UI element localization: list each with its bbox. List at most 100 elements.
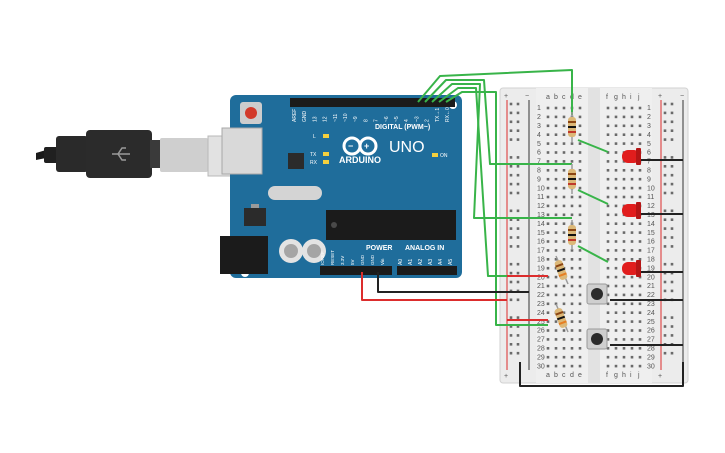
- pin-label: A1: [408, 259, 414, 265]
- breadboard-hole: [606, 240, 610, 243]
- rail-minus-left: −: [525, 93, 529, 100]
- rail-hole: [509, 262, 513, 266]
- power-header: [320, 266, 392, 275]
- rail-hole: [670, 111, 674, 115]
- row-label: 13: [537, 212, 545, 219]
- breadboard-hole: [546, 133, 550, 136]
- breadboard-hole: [554, 169, 558, 172]
- breadboard-hole: [614, 231, 618, 234]
- push-button[interactable]: [586, 328, 608, 350]
- rail-hole: [516, 165, 520, 168]
- breadboard-hole: [630, 222, 634, 225]
- breadboard-hole: [554, 258, 558, 261]
- breadboard-hole: [570, 347, 574, 350]
- breadboard-hole: [554, 275, 558, 279]
- breadboard-hole: [546, 160, 550, 163]
- breadboard-hole: [570, 284, 574, 288]
- rail-hole: [509, 218, 513, 221]
- rail-hole: [509, 165, 513, 168]
- breadboard-hole: [606, 320, 610, 323]
- breadboard-hole: [622, 355, 626, 359]
- row-label: 15: [647, 230, 655, 237]
- breadboard-hole: [622, 258, 626, 261]
- breadboard-hole: [630, 364, 634, 368]
- rail-hole: [663, 325, 667, 328]
- pin-label: GND: [360, 254, 365, 265]
- breadboard-hole: [622, 240, 626, 243]
- rail-hole: [670, 227, 674, 230]
- breadboard-hole: [578, 160, 582, 163]
- breadboard-hole: [638, 186, 642, 190]
- breadboard-hole: [546, 275, 550, 279]
- push-button[interactable]: [586, 283, 608, 305]
- rail-hole: [663, 173, 667, 177]
- column-label: h: [622, 372, 626, 379]
- breadboard-hole: [554, 106, 558, 110]
- breadboard-hole: [638, 355, 642, 359]
- breadboard-hole: [562, 115, 566, 119]
- row-label: 10: [647, 185, 655, 192]
- pin-label: A0: [398, 259, 404, 265]
- rail-hole: [663, 102, 667, 106]
- breadboard-hole: [638, 320, 642, 323]
- breadboard-hole: [638, 169, 642, 172]
- breadboard-hole: [570, 364, 574, 368]
- row-label: 26: [647, 328, 655, 335]
- breadboard-hole: [614, 347, 618, 350]
- breadboard-hole: [614, 186, 618, 190]
- pin-label: ~10: [343, 113, 349, 122]
- breadboard-hole: [614, 311, 618, 314]
- rail-hole: [516, 209, 520, 213]
- rail-hole: [670, 102, 674, 106]
- breadboard-hole: [546, 240, 550, 243]
- breadboard-hole: [622, 275, 626, 279]
- breadboard-hole: [554, 329, 558, 332]
- breadboard-hole: [554, 338, 558, 341]
- breadboard-hole: [562, 284, 566, 288]
- breadboard-hole: [578, 266, 582, 270]
- breadboard-hole: [562, 302, 566, 306]
- column-label: e: [578, 94, 582, 101]
- breadboard-hole: [638, 222, 642, 225]
- breadboard-hole: [578, 222, 582, 225]
- usb-icon: [112, 147, 130, 161]
- resistor: [568, 112, 576, 142]
- rail-hole: [670, 351, 674, 355]
- breadboard-hole: [606, 177, 610, 181]
- rail-hole: [509, 191, 513, 195]
- row-label: 9: [647, 176, 651, 183]
- breadboard-hole: [630, 284, 634, 288]
- breadboard-hole: [562, 311, 566, 314]
- rail-hole: [670, 209, 674, 213]
- breadboard-hole: [570, 204, 574, 208]
- breadboard-hole: [606, 347, 610, 350]
- breadboard-hole: [546, 151, 550, 154]
- column-label: b: [554, 372, 558, 379]
- breadboard-hole: [638, 115, 642, 119]
- breadboard-hole: [554, 284, 558, 288]
- arduino-logo-icon: [342, 136, 378, 156]
- breadboard-hole: [614, 240, 618, 243]
- breadboard-hole: [546, 311, 550, 314]
- rail-hole: [663, 120, 667, 124]
- row-label: 14: [537, 221, 545, 228]
- breadboard-hole: [562, 329, 566, 332]
- rail-hole: [516, 351, 520, 355]
- row-label: 22: [647, 292, 655, 299]
- rail-hole: [509, 245, 513, 248]
- breadboard-hole: [578, 347, 582, 350]
- breadboard-hole: [546, 338, 550, 341]
- wire-green: [417, 69, 573, 115]
- rail-hole: [670, 120, 674, 124]
- row-label: 8: [647, 168, 651, 175]
- breadboard-hole: [578, 204, 582, 208]
- pin-label: 13: [312, 116, 318, 122]
- rail-plus-right: +: [658, 93, 662, 100]
- pin-label: A4: [438, 259, 444, 265]
- rail-plus-left: +: [504, 93, 508, 100]
- resistors: [554, 112, 576, 333]
- rail-hole: [670, 271, 674, 275]
- breadboard-hole: [554, 177, 558, 181]
